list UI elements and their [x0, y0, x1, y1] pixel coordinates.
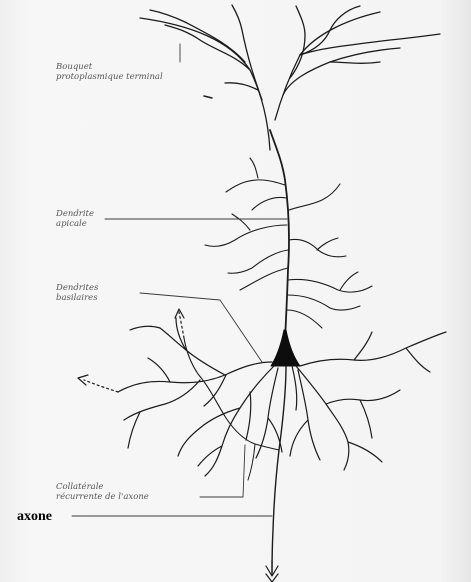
- label-collaterale: Collatérale récurrente de l'axone: [56, 482, 149, 502]
- label-collaterale-line1: Collatérale: [56, 482, 149, 492]
- label-collaterale-line2: récurrente de l'axone: [56, 492, 149, 502]
- apical-tuft: [140, 5, 440, 150]
- label-bouquet: Bouquet protoplasmique terminal: [56, 62, 163, 82]
- label-apicale-line2: apicale: [56, 219, 94, 229]
- axon: [184, 338, 286, 575]
- soma: [271, 330, 300, 366]
- label-dendrites-basilaires: Dendrites basilaires: [56, 283, 98, 303]
- label-dendrite-apicale: Dendrite apicale: [56, 209, 94, 229]
- label-axone: axone: [17, 509, 52, 525]
- continuation-arrows: [78, 96, 278, 582]
- label-basilaires-line2: basilaires: [56, 293, 98, 303]
- label-basilaires-line1: Dendrites: [56, 283, 98, 293]
- label-bouquet-line2: protoplasmique terminal: [56, 72, 163, 82]
- label-apicale-line1: Dendrite: [56, 209, 94, 219]
- apical-dendrite: [270, 130, 289, 340]
- label-bouquet-line1: Bouquet: [56, 62, 163, 72]
